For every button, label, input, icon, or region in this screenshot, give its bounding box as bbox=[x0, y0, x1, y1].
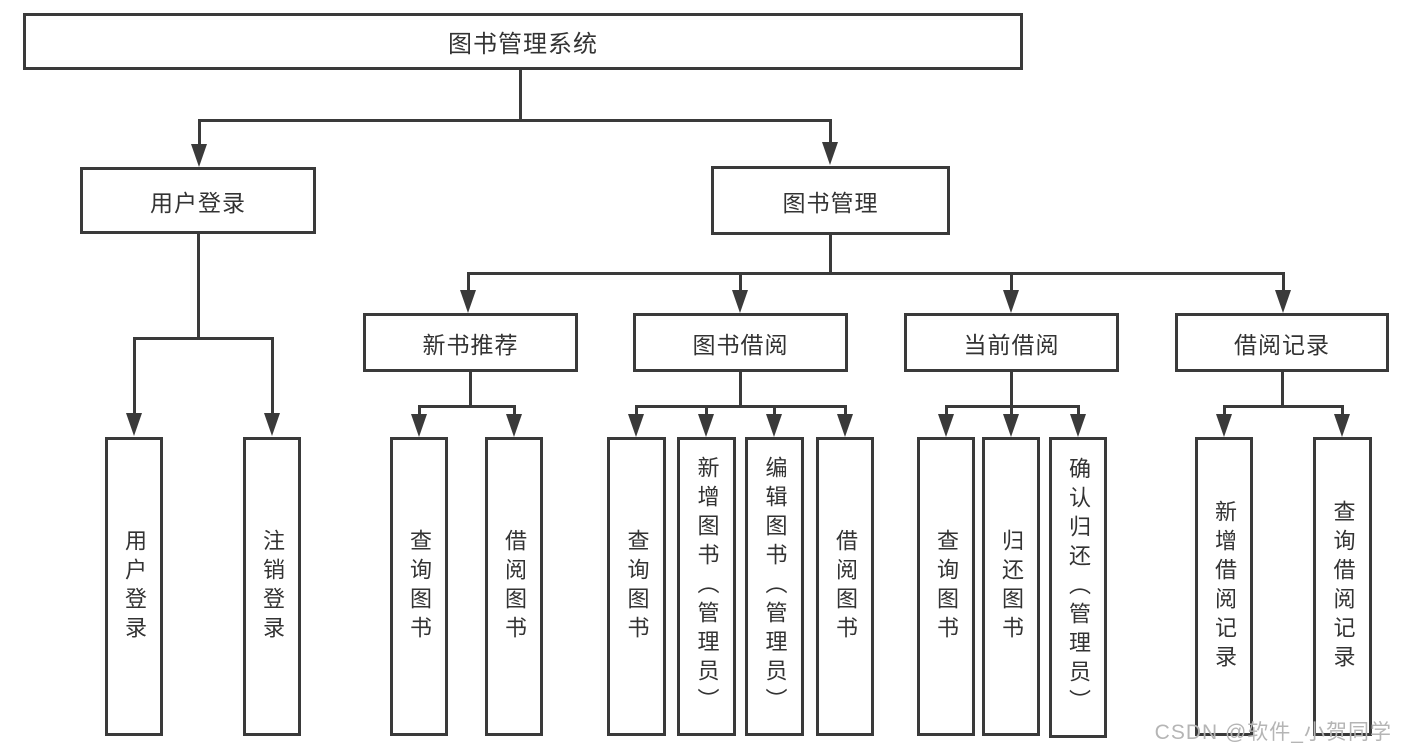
arrow-down-icon bbox=[628, 414, 644, 437]
connector-line bbox=[198, 119, 832, 122]
node-label: 查询图书 bbox=[624, 528, 650, 645]
connector-line bbox=[1223, 405, 1226, 416]
connector-line bbox=[1282, 272, 1285, 292]
node-borrowing-records: 借阅记录 bbox=[1175, 313, 1389, 372]
connector-line bbox=[829, 235, 832, 273]
leaf-confirm-return-admin: 确认归还（管理员） bbox=[1049, 437, 1107, 738]
node-label: 图书管理系统 bbox=[448, 31, 598, 58]
node-current-borrowing: 当前借阅 bbox=[904, 313, 1119, 372]
connector-line bbox=[945, 405, 948, 416]
connector-line bbox=[133, 337, 136, 414]
arrow-down-icon bbox=[191, 144, 207, 167]
connector-line bbox=[773, 405, 776, 416]
arrow-down-icon bbox=[1334, 414, 1350, 437]
arrow-down-icon bbox=[698, 414, 714, 437]
connector-line bbox=[133, 337, 274, 340]
connector-line bbox=[418, 405, 516, 408]
leaf-borrow-books: 借阅图书 bbox=[816, 437, 874, 736]
connector-line bbox=[198, 119, 201, 146]
node-book-borrowing: 图书借阅 bbox=[633, 313, 848, 372]
connector-line bbox=[1010, 272, 1013, 292]
arrow-down-icon bbox=[1070, 414, 1086, 437]
node-label: 图书借阅 bbox=[692, 331, 789, 358]
node-label: 归还图书 bbox=[999, 528, 1024, 645]
watermark: CSDN @软件_小贺同学 bbox=[1154, 721, 1392, 744]
node-label: 借阅图书 bbox=[502, 528, 527, 645]
connector-line bbox=[844, 405, 847, 416]
node-label: 借阅记录 bbox=[1234, 331, 1330, 358]
connector-line bbox=[635, 405, 638, 416]
arrow-down-icon bbox=[1003, 414, 1019, 437]
arrow-down-icon bbox=[732, 290, 748, 313]
connector-line bbox=[705, 405, 708, 416]
connector-line bbox=[467, 272, 1284, 275]
connector-line bbox=[197, 234, 200, 337]
arrow-down-icon bbox=[460, 290, 476, 313]
leaf-query-books-borrowing: 查询图书 bbox=[607, 437, 666, 736]
arrow-down-icon bbox=[766, 414, 782, 437]
node-library-management-system: 图书管理系统 bbox=[23, 13, 1023, 70]
node-label: 用户登录 bbox=[150, 189, 246, 216]
node-label: 新增借阅记录 bbox=[1212, 499, 1237, 674]
connector-line bbox=[1077, 405, 1080, 416]
leaf-add-book-admin: 新增图书（管理员） bbox=[677, 437, 736, 736]
node-user-login: 用户登录 bbox=[80, 167, 316, 234]
arrow-down-icon bbox=[822, 142, 838, 165]
leaf-edit-book-admin: 编辑图书（管理员） bbox=[745, 437, 804, 736]
node-label: 新书推荐 bbox=[422, 331, 519, 358]
connector-line bbox=[469, 372, 472, 406]
node-label: 借阅图书 bbox=[833, 528, 858, 645]
node-label: 注销登录 bbox=[260, 528, 285, 645]
leaf-query-books-current: 查询图书 bbox=[917, 437, 975, 736]
arrow-down-icon bbox=[1275, 290, 1291, 313]
node-label: 查询图书 bbox=[407, 528, 432, 645]
node-label: 当前借阅 bbox=[963, 331, 1060, 358]
node-label: 用户登录 bbox=[122, 528, 147, 645]
leaf-return-books: 归还图书 bbox=[982, 437, 1040, 736]
arrow-down-icon bbox=[1003, 290, 1019, 313]
leaf-logout: 注销登录 bbox=[243, 437, 301, 736]
connector-line bbox=[467, 272, 470, 292]
leaf-add-borrow-record: 新增借阅记录 bbox=[1195, 437, 1253, 736]
node-label: 新增图书（管理员） bbox=[694, 456, 720, 717]
connector-line bbox=[519, 70, 522, 120]
connector-line bbox=[418, 405, 421, 416]
arrow-down-icon bbox=[506, 414, 522, 437]
arrow-down-icon bbox=[837, 414, 853, 437]
arrow-down-icon bbox=[411, 414, 427, 437]
node-label: 图书管理 bbox=[782, 189, 879, 216]
node-label: 查询借阅记录 bbox=[1330, 499, 1356, 674]
leaf-user-login: 用户登录 bbox=[105, 437, 163, 736]
arrow-down-icon bbox=[938, 414, 954, 437]
connector-line bbox=[739, 272, 742, 292]
arrow-down-icon bbox=[264, 413, 280, 436]
connector-line bbox=[1010, 405, 1013, 416]
connector-line bbox=[1341, 405, 1344, 416]
node-label: 查询图书 bbox=[934, 528, 959, 645]
connector-line bbox=[1223, 405, 1343, 408]
node-label: 确认归还（管理员） bbox=[1066, 457, 1091, 718]
leaf-query-borrow-record: 查询借阅记录 bbox=[1313, 437, 1372, 736]
node-label: 编辑图书（管理员） bbox=[762, 456, 788, 717]
node-book-management: 图书管理 bbox=[711, 166, 950, 235]
arrow-down-icon bbox=[126, 413, 142, 436]
connector-line bbox=[1010, 372, 1013, 406]
connector-line bbox=[513, 405, 516, 416]
connector-line bbox=[1281, 372, 1284, 406]
leaf-query-books-recommend: 查询图书 bbox=[390, 437, 448, 736]
connector-line bbox=[739, 372, 742, 406]
connector-line bbox=[829, 119, 832, 143]
node-new-book-recommendation: 新书推荐 bbox=[363, 313, 578, 372]
arrow-down-icon bbox=[1216, 414, 1232, 437]
leaf-borrow-books-recommend: 借阅图书 bbox=[485, 437, 543, 736]
connector-line bbox=[271, 337, 274, 414]
connector-line bbox=[635, 405, 846, 408]
